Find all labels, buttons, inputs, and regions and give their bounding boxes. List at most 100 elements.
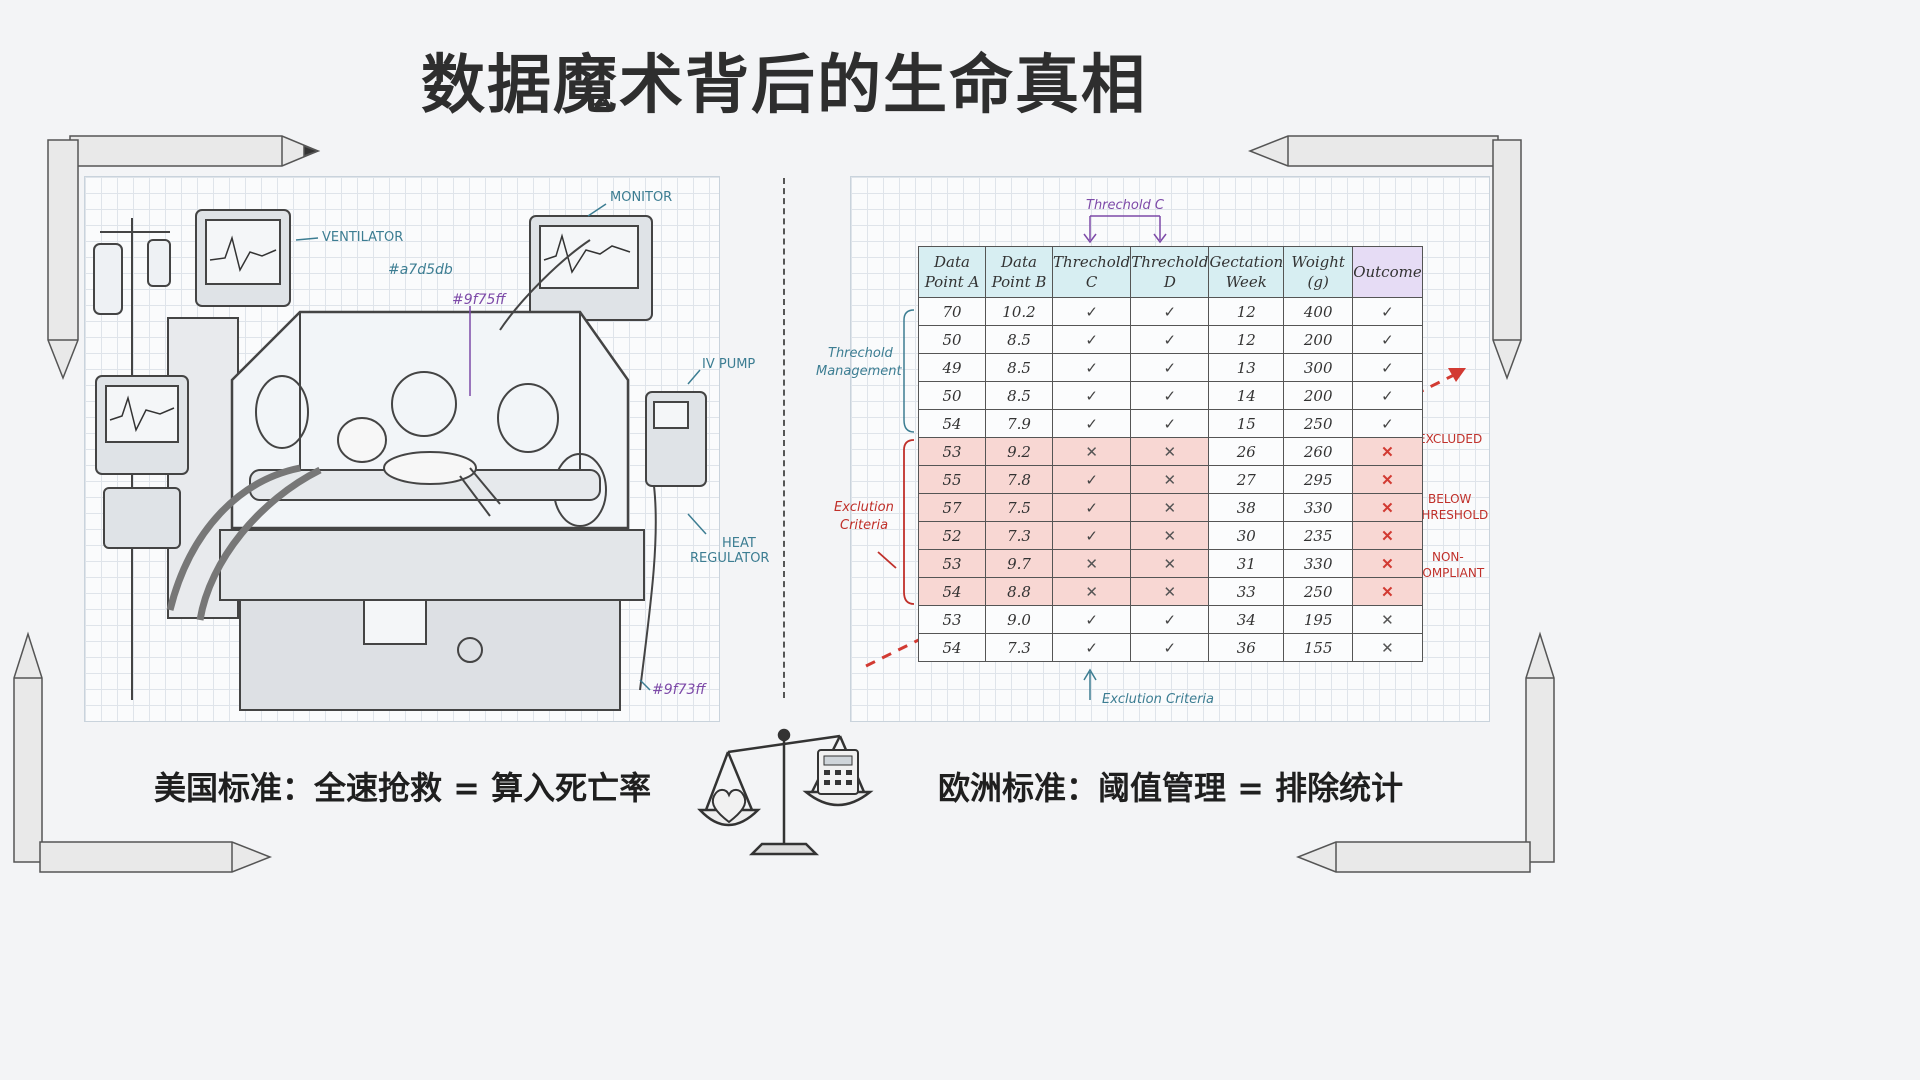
cell-threshold-c: ✕	[1051, 577, 1132, 606]
label-non-compliant-2: COMPLIANT	[1414, 566, 1485, 580]
cell-data-point-a: 50	[918, 325, 986, 354]
pencil-icon	[1295, 631, 1555, 873]
check-mark-icon: ✓	[1085, 610, 1098, 629]
center-divider	[783, 178, 785, 698]
cell-outcome: ✕	[1352, 493, 1423, 522]
label-threshold-c: Threchold C	[1086, 198, 1164, 213]
check-mark-icon: ✓	[1163, 386, 1177, 405]
label-threshold-management-2: Management	[816, 364, 902, 379]
check-mark-icon: ✓	[1085, 386, 1098, 405]
cell-gestation-week: 38	[1208, 493, 1285, 522]
calculator-icon	[817, 749, 859, 795]
cell-gestation-week: 36	[1208, 633, 1285, 662]
cell-threshold-d: ✕	[1130, 577, 1210, 606]
cross-mark-icon: ✕	[1381, 554, 1394, 573]
check-mark-icon: ✓	[1163, 358, 1177, 377]
cell-data-point-a: 54	[918, 409, 986, 438]
check-mark-icon: ✓	[1085, 302, 1098, 321]
cell-data-point-a: 57	[918, 493, 986, 522]
threshold-c-arrows	[1083, 215, 1167, 244]
cell-data-point-b: 7.3	[985, 633, 1053, 662]
check-mark-icon: ✓	[1381, 414, 1394, 433]
cell-weight: 260	[1283, 437, 1354, 466]
cell-data-point-a: 54	[918, 633, 986, 662]
cell-data-point-b: 7.5	[985, 493, 1053, 522]
label-color-note-1: #a7d5db	[388, 262, 453, 278]
cell-outcome: ✓	[1352, 409, 1423, 438]
cell-threshold-d: ✕	[1130, 437, 1210, 466]
check-mark-icon: ✓	[1085, 498, 1098, 517]
cell-weight: 250	[1283, 409, 1354, 438]
cell-gestation-week: 26	[1208, 437, 1285, 466]
cross-mark-icon: ✕	[1381, 442, 1394, 461]
cell-gestation-week: 12	[1208, 297, 1285, 326]
cell-threshold-d: ✓	[1130, 605, 1210, 634]
annotation-arrows	[295, 203, 707, 691]
illustration-layer	[13, 135, 1555, 873]
caption-us-standard: 美国标准：全速抢救 = 算入死亡率	[154, 769, 652, 807]
check-mark-icon: ✓	[1163, 302, 1177, 321]
check-mark-icon: ✓	[1381, 330, 1394, 349]
cross-mark-icon: ✕	[1163, 442, 1177, 461]
pencil-icon	[1247, 135, 1522, 381]
cell-threshold-c: ✓	[1051, 381, 1132, 410]
check-mark-icon: ✓	[1085, 414, 1098, 433]
pencil-icon	[47, 135, 321, 381]
cell-threshold-c: ✓	[1051, 633, 1132, 662]
cell-weight: 295	[1283, 465, 1354, 494]
cross-mark-icon: ✕	[1163, 498, 1177, 517]
cross-mark-icon: ✕	[1381, 470, 1394, 489]
caption-eu-standard: 欧洲标准：阈值管理 = 排除统计	[938, 769, 1404, 807]
cell-threshold-d: ✓	[1130, 381, 1210, 410]
label-ventilator: VENTILATOR	[322, 230, 404, 245]
cell-threshold-c: ✓	[1051, 605, 1132, 634]
cross-mark-icon: ✕	[1085, 442, 1098, 461]
cross-mark-icon: ✕	[1381, 582, 1394, 601]
cross-mark-icon: ✕	[1163, 554, 1177, 573]
cell-data-point-b: 10.2	[985, 297, 1053, 326]
cell-weight: 330	[1283, 549, 1354, 578]
label-exclusion-criteria-bottom: Exclution Criteria	[1102, 692, 1214, 707]
cell-threshold-c: ✓	[1051, 493, 1132, 522]
label-below-threshold-1: BELOW	[1428, 492, 1472, 506]
label-monitor: MONITOR	[610, 190, 673, 205]
cell-data-point-a: 53	[918, 549, 986, 578]
heart-icon	[711, 788, 747, 824]
cross-mark-icon: ✕	[1085, 554, 1098, 573]
cell-threshold-d: ✕	[1130, 465, 1210, 494]
cell-gestation-week: 30	[1208, 521, 1285, 550]
label-exclusion-criteria-1: Exclution	[834, 500, 894, 515]
cell-weight: 155	[1283, 633, 1354, 662]
cell-data-point-a: 53	[918, 605, 986, 634]
label-below-threshold-2: THRESHOLD	[1414, 508, 1489, 522]
cell-data-point-b: 8.5	[985, 325, 1053, 354]
check-mark-icon: ✓	[1163, 610, 1177, 629]
cell-threshold-d: ✕	[1130, 493, 1210, 522]
label-threshold-management-1: Threchold	[828, 346, 893, 361]
bracket-threshold-management	[903, 309, 915, 433]
cell-data-point-b: 7.9	[985, 409, 1053, 438]
page-title: 数据魔术背后的生命真相	[421, 49, 1147, 123]
cell-gestation-week: 33	[1208, 577, 1285, 606]
label-non-compliant-1: NON-	[1432, 550, 1464, 564]
cell-gestation-week: 15	[1208, 409, 1285, 438]
cell-threshold-d: ✕	[1130, 549, 1210, 578]
pencil-icon	[13, 631, 273, 873]
check-mark-icon: ✓	[1163, 638, 1177, 657]
cell-outcome: ✕	[1352, 437, 1423, 466]
label-color-note-2: #9f75ff	[452, 292, 506, 308]
cross-mark-icon: ✕	[1163, 470, 1177, 489]
cell-outcome: ✕	[1352, 549, 1423, 578]
cross-mark-icon: ✕	[1163, 526, 1177, 545]
cell-outcome: ✓	[1352, 297, 1423, 326]
cell-threshold-c: ✕	[1051, 549, 1132, 578]
